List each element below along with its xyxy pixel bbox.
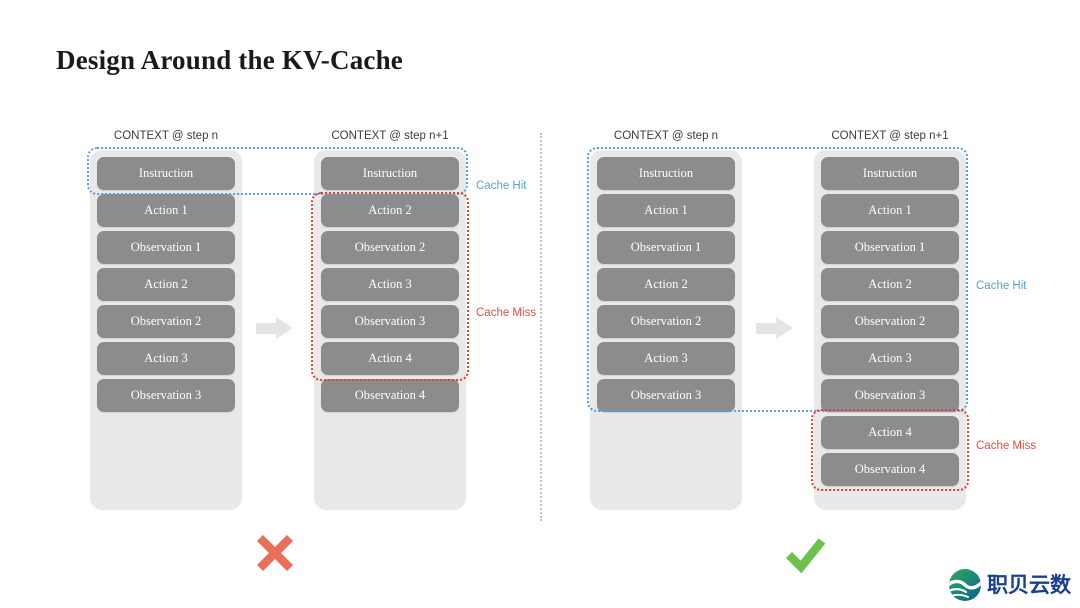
context-item: Instruction [321, 157, 459, 190]
context-item: Observation 3 [597, 379, 735, 412]
context-item: Observation 1 [821, 231, 959, 264]
column-header-step-n1: CONTEXT @ step n+1 [331, 130, 449, 142]
context-item: Action 4 [821, 416, 959, 449]
context-column-step-n: Instruction Action 1 Observation 1 Actio… [90, 150, 242, 510]
context-item: Instruction [821, 157, 959, 190]
context-item: Observation 3 [97, 379, 235, 412]
context-item: Action 1 [821, 194, 959, 227]
arrow-head [276, 317, 293, 339]
page-title: Design Around the KV-Cache [56, 45, 403, 75]
context-item: Instruction [597, 157, 735, 190]
context-item: Observation 1 [97, 231, 235, 264]
context-item: Action 2 [821, 268, 959, 301]
context-item: Observation 2 [821, 305, 959, 338]
panel-without-stable-prefix: CONTEXT @ step n CONTEXT @ step n+1 Inst… [60, 130, 536, 522]
arrow-shaft [256, 323, 278, 334]
context-item: Observation 2 [97, 305, 235, 338]
context-item: Action 2 [97, 268, 235, 301]
cache-hit-label: Cache Hit [976, 280, 1027, 292]
cross-icon [246, 524, 304, 582]
panel-with-stable-prefix: CONTEXT @ step n CONTEXT @ step n+1 Inst… [560, 130, 1036, 522]
wave-circle-icon [948, 568, 982, 602]
context-item: Observation 3 [821, 379, 959, 412]
context-item: Action 1 [97, 194, 235, 227]
cache-miss-label: Cache Miss [976, 440, 1037, 452]
brand-name: 职贝云数 [987, 572, 1071, 597]
cache-hit-label: Cache Hit [476, 180, 527, 192]
arrow-shaft [756, 323, 778, 334]
context-item: Action 4 [321, 342, 459, 375]
context-item: Observation 2 [597, 305, 735, 338]
column-header-step-n: CONTEXT @ step n [613, 130, 719, 142]
column-header-step-n: CONTEXT @ step n [113, 130, 219, 142]
context-item: Action 2 [321, 194, 459, 227]
cache-miss-label: Cache Miss [476, 307, 537, 319]
brand-logo: 职贝云数 [948, 566, 1072, 604]
context-item: Action 2 [597, 268, 735, 301]
context-item: Action 1 [597, 194, 735, 227]
context-column-step-n: Instruction Action 1 Observation 1 Actio… [590, 150, 742, 510]
transition-arrow [756, 317, 794, 339]
context-column-step-n1: Instruction Action 1 Observation 1 Actio… [814, 150, 966, 510]
context-item: Action 3 [97, 342, 235, 375]
context-column-step-n1: Instruction Action 2 Observation 2 Actio… [314, 150, 466, 510]
context-item: Action 3 [597, 342, 735, 375]
context-item: Observation 3 [321, 305, 459, 338]
check-icon [776, 524, 834, 582]
context-item: Action 3 [821, 342, 959, 375]
context-item: Observation 4 [821, 453, 959, 486]
context-item: Observation 1 [597, 231, 735, 264]
column-header-step-n1: CONTEXT @ step n+1 [831, 130, 949, 142]
context-item: Instruction [97, 157, 235, 190]
context-item: Observation 2 [321, 231, 459, 264]
context-item: Action 3 [321, 268, 459, 301]
context-item: Observation 4 [321, 379, 459, 412]
arrow-head [776, 317, 793, 339]
panel-divider [540, 133, 542, 521]
transition-arrow [256, 317, 294, 339]
